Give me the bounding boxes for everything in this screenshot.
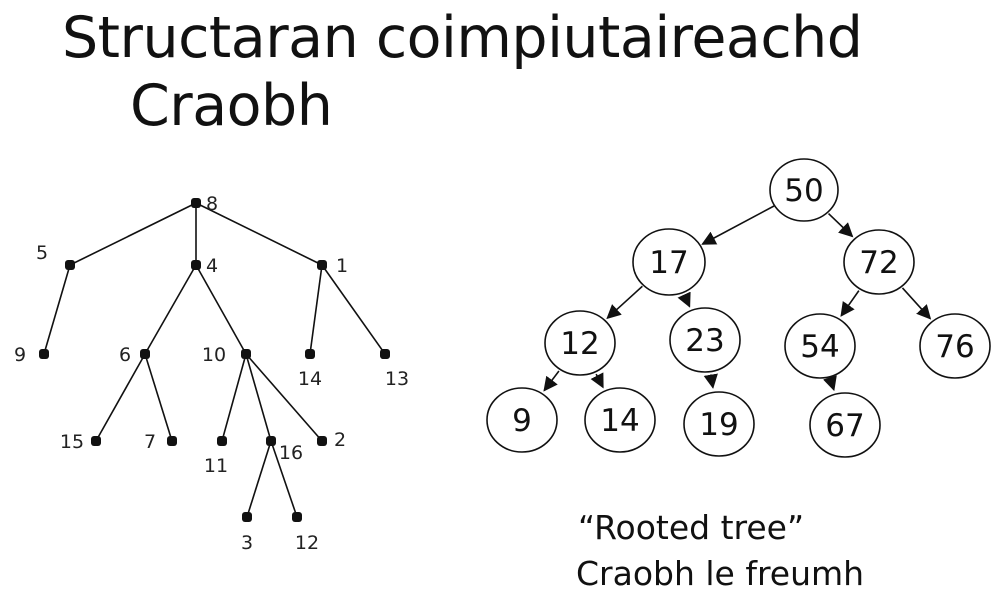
left-node-dot-6 bbox=[140, 349, 150, 359]
right-edge-12-9 bbox=[543, 370, 560, 392]
left-edge-6-7 bbox=[144, 353, 173, 442]
left-edge-10-11 bbox=[221, 353, 247, 442]
right-node-label-9: 9 bbox=[512, 403, 532, 439]
right-node-circle-50 bbox=[769, 158, 839, 222]
left-node-label-10: 10 bbox=[202, 344, 226, 366]
left-node-dot-7 bbox=[167, 436, 177, 446]
left-node-label-4: 4 bbox=[206, 255, 218, 277]
right-edge-50-17 bbox=[701, 205, 775, 245]
left-node-label-2: 2 bbox=[334, 429, 346, 451]
right-edge-54-67 bbox=[823, 375, 837, 392]
right-node-circle-14 bbox=[584, 387, 656, 453]
right-node-circle-19 bbox=[683, 391, 755, 457]
left-node-label-16: 16 bbox=[279, 442, 303, 464]
right-node-circle-12 bbox=[544, 310, 616, 376]
left-node-dot-4 bbox=[191, 260, 201, 270]
left-node-dot-5 bbox=[65, 260, 75, 270]
left-node-label-6: 6 bbox=[119, 344, 131, 366]
left-edge-16-3 bbox=[246, 440, 272, 518]
left-node-dot-2 bbox=[317, 436, 327, 446]
right-tree-nodes: 50 17 72 12 23 54 76 9 14 19 67 bbox=[486, 158, 991, 458]
left-edge-6-15 bbox=[95, 353, 146, 442]
left-node-dot-16 bbox=[266, 436, 276, 446]
right-node-label-54: 54 bbox=[800, 329, 839, 365]
left-node-label-8: 8 bbox=[206, 193, 218, 215]
slide-title: Structaran coimpiutaireachd Craobh bbox=[62, 4, 863, 140]
left-edge-10-16 bbox=[245, 353, 272, 442]
right-node-circle-76 bbox=[919, 313, 991, 379]
right-node-label-50: 50 bbox=[784, 173, 823, 209]
right-node-label-14: 14 bbox=[600, 403, 639, 439]
right-node-circle-17 bbox=[632, 228, 706, 296]
left-node-label-13: 13 bbox=[385, 368, 409, 390]
right-node-label-23: 23 bbox=[685, 323, 724, 359]
right-node-label-72: 72 bbox=[859, 245, 898, 281]
right-edge-23-19 bbox=[703, 373, 718, 389]
left-node-dot-12 bbox=[292, 512, 302, 522]
left-tree-edges bbox=[43, 202, 386, 518]
right-tree-edges bbox=[543, 205, 932, 392]
left-node-dot-15 bbox=[91, 436, 101, 446]
left-edge-8-5 bbox=[69, 202, 197, 266]
right-node-circle-72 bbox=[843, 229, 915, 295]
left-node-label-5: 5 bbox=[36, 242, 48, 264]
right-edge-12-14 bbox=[590, 372, 604, 389]
right-edge-72-76 bbox=[901, 287, 932, 320]
right-node-circle-9 bbox=[486, 387, 558, 453]
left-edge-4-10 bbox=[195, 264, 247, 355]
right-node-circle-67 bbox=[809, 392, 881, 458]
left-node-label-3: 3 bbox=[241, 532, 253, 554]
caption-line-2: Craobh le freumh bbox=[576, 554, 865, 593]
left-node-dot-9 bbox=[39, 349, 49, 359]
left-node-label-11: 11 bbox=[204, 455, 228, 477]
left-node-label-15: 15 bbox=[60, 431, 84, 453]
title-line-1: Structaran coimpiutaireachd bbox=[62, 5, 863, 71]
left-edge-16-12 bbox=[270, 440, 298, 518]
right-node-label-76: 76 bbox=[935, 329, 974, 365]
right-edge-17-12 bbox=[606, 285, 643, 320]
right-node-circle-54 bbox=[784, 313, 856, 379]
title-line-2: Craobh bbox=[130, 73, 333, 139]
right-node-label-17: 17 bbox=[649, 245, 688, 281]
left-edge-4-6 bbox=[144, 264, 197, 355]
left-node-dot-1 bbox=[317, 260, 327, 270]
left-node-label-14: 14 bbox=[298, 368, 322, 390]
left-node-label-12: 12 bbox=[295, 532, 319, 554]
right-edge-50-72 bbox=[827, 212, 854, 238]
left-node-dot-8 bbox=[191, 198, 201, 208]
left-node-dot-13 bbox=[380, 349, 390, 359]
left-edge-1-13 bbox=[321, 264, 386, 355]
right-edge-72-54 bbox=[840, 290, 860, 317]
right-node-label-67: 67 bbox=[825, 408, 864, 444]
left-edge-10-2 bbox=[245, 353, 323, 442]
left-edge-5-9 bbox=[43, 264, 71, 355]
left-node-dot-3 bbox=[242, 512, 252, 522]
left-edge-8-1 bbox=[195, 202, 323, 266]
left-node-label-7: 7 bbox=[144, 431, 156, 453]
caption: “Rooted tree” Craobh le freumh bbox=[576, 505, 864, 597]
right-node-circle-23 bbox=[669, 307, 741, 373]
left-tree-nodes: 8 5 4 1 9 6 10 14 13 15 7 11 16 2 3 12 bbox=[14, 193, 409, 554]
left-node-dot-14 bbox=[305, 349, 315, 359]
left-node-label-1: 1 bbox=[336, 255, 348, 277]
left-node-dot-11 bbox=[217, 436, 227, 446]
left-node-dot-10 bbox=[241, 349, 251, 359]
caption-line-1: “Rooted tree” bbox=[578, 508, 805, 547]
left-edge-1-14 bbox=[309, 264, 323, 355]
right-node-label-19: 19 bbox=[699, 407, 738, 443]
right-edge-17-23 bbox=[677, 291, 691, 308]
left-node-label-9: 9 bbox=[14, 344, 26, 366]
right-node-label-12: 12 bbox=[560, 326, 599, 362]
